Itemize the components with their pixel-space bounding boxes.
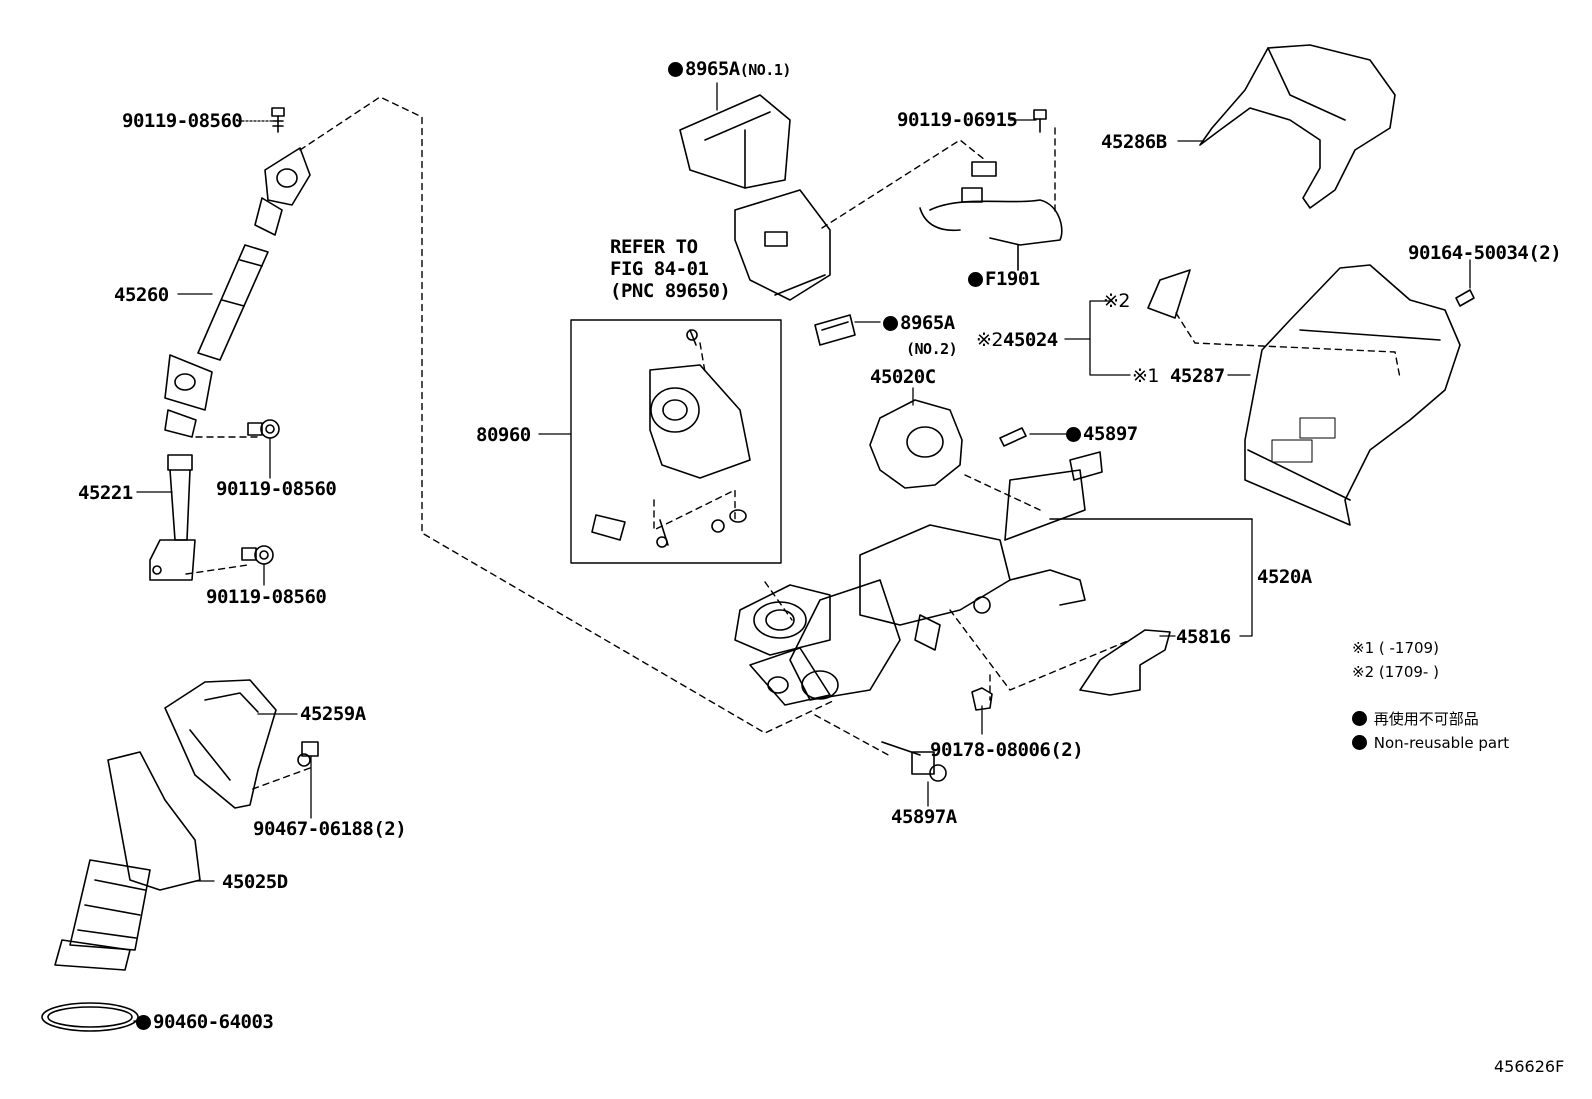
label-90467-06188: 90467-06188(2) bbox=[253, 818, 407, 840]
label-80960: 80960 bbox=[476, 424, 531, 446]
label-F1901: F1901 bbox=[968, 268, 1040, 290]
legend-dot bbox=[1352, 711, 1367, 726]
label-90119-06915: 90119-06915 bbox=[897, 109, 1018, 131]
cover-8965A-no1 bbox=[679, 94, 791, 189]
label-8965A-no2: 8965A bbox=[883, 312, 955, 334]
label-45020C: 45020C bbox=[870, 366, 936, 388]
non-reusable-dot bbox=[136, 1015, 151, 1030]
bolt-90119-08560-bottom bbox=[241, 545, 274, 565]
label-45816: 45816 bbox=[1176, 626, 1231, 648]
label-45287: ※1 45287 bbox=[1132, 365, 1225, 387]
label-45025D: 45025D bbox=[222, 871, 288, 893]
legend-en: Non-reusable part bbox=[1352, 734, 1509, 752]
bracket-45816 bbox=[1079, 629, 1171, 696]
label-45024: ※245024 bbox=[976, 329, 1058, 351]
label-90460-64003: 90460-64003 bbox=[136, 1011, 274, 1033]
column-assembly-4520A bbox=[734, 451, 1253, 706]
label-45897: 45897 bbox=[1066, 423, 1138, 445]
note-1: ※1 ( -1709) bbox=[1352, 639, 1439, 657]
upper-cover-45286B bbox=[1199, 44, 1396, 209]
refer-note: REFER TO FIG 84-01 (PNC 89650) bbox=[610, 236, 731, 302]
part-8965A-no2 bbox=[814, 314, 856, 346]
label-45286B: 45286B bbox=[1101, 131, 1167, 153]
boot-45025D bbox=[54, 751, 201, 971]
label-90119-08560-top: 90119-08560 bbox=[122, 110, 243, 132]
non-reusable-dot bbox=[1066, 427, 1081, 442]
mark-2-sticker: ※2 bbox=[1103, 290, 1131, 312]
label-8965A-no2-sub: (NO.2) bbox=[906, 340, 958, 358]
bolt-45897A bbox=[881, 741, 947, 782]
label-90178-08006: 90178-08006(2) bbox=[930, 739, 1084, 761]
motor-box-80960 bbox=[570, 319, 782, 564]
bolt-45897 bbox=[999, 427, 1027, 447]
switch-45020C bbox=[869, 399, 963, 489]
legend-dot bbox=[1352, 735, 1367, 750]
label-45259A: 45259A bbox=[300, 703, 366, 725]
dashed-guide-lines bbox=[185, 96, 1401, 791]
label-45897A: 45897A bbox=[891, 806, 957, 828]
label-8965A-no1: 8965A(NO.1) bbox=[668, 58, 791, 81]
label-4520A: 4520A bbox=[1257, 566, 1312, 588]
clamp-90460-64003 bbox=[41, 1002, 139, 1032]
legend-jp: 再使用不可部品 bbox=[1352, 708, 1479, 729]
lower-cover-45287 bbox=[1244, 264, 1461, 526]
bolt-90119-08560-middle bbox=[247, 419, 280, 439]
clip-90467-06188 bbox=[297, 741, 319, 767]
label-45260: 45260 bbox=[114, 284, 169, 306]
label-45221: 45221 bbox=[78, 482, 133, 504]
cover-45259A bbox=[164, 679, 277, 809]
bolt-90119-08560-top bbox=[271, 107, 285, 133]
non-reusable-dot bbox=[968, 272, 983, 287]
intermediate-shaft-45260 bbox=[164, 147, 311, 438]
shaft-45221 bbox=[149, 454, 196, 581]
label-90119-08560-middle: 90119-08560 bbox=[216, 478, 337, 500]
screw-90164-50034 bbox=[1455, 289, 1475, 307]
ecu-module bbox=[734, 189, 831, 301]
label-90119-08560-bottom: 90119-08560 bbox=[206, 586, 327, 608]
screw-90119-06915 bbox=[1033, 109, 1047, 133]
figure-code: 456626F bbox=[1494, 1057, 1565, 1076]
label-90164-50034: 90164-50034(2) bbox=[1408, 242, 1562, 264]
label-sticker-45024 bbox=[1147, 269, 1191, 319]
leader-lines bbox=[133, 82, 1471, 1022]
non-reusable-dot bbox=[668, 62, 683, 77]
note-2: ※2 (1709- ) bbox=[1352, 663, 1439, 681]
harness-F1901 bbox=[919, 161, 1063, 271]
non-reusable-dot bbox=[883, 316, 898, 331]
nut-90178-08006 bbox=[971, 687, 993, 711]
